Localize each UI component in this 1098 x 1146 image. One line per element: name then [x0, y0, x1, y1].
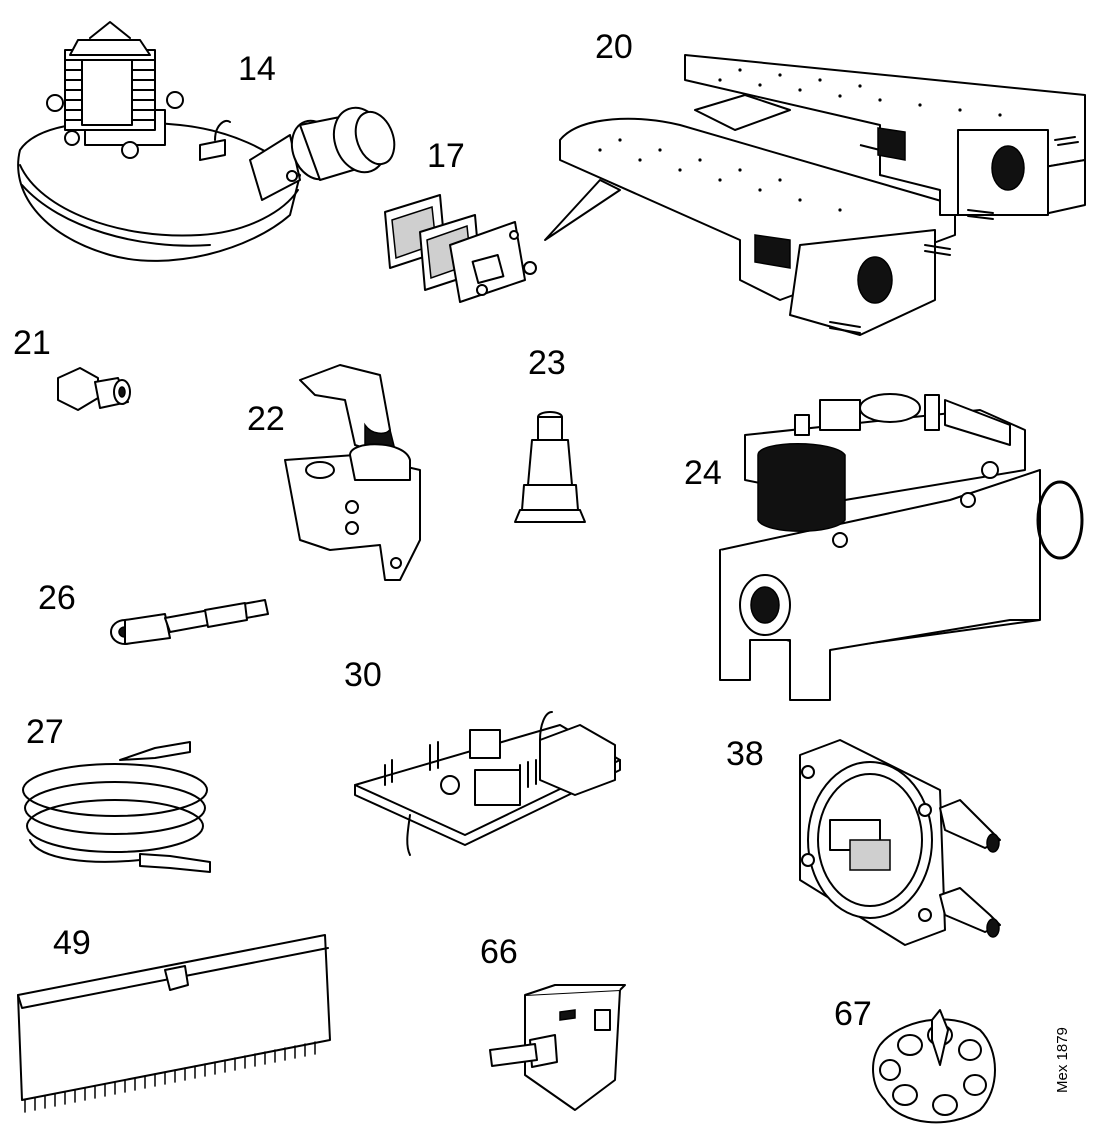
part-20-burner-illustration [544, 54, 1086, 336]
part-17-gasket-illustration [384, 194, 537, 303]
part-label-14: 14 [238, 50, 276, 88]
part-label-26: 26 [38, 579, 76, 617]
part-14-fan-illustration [17, 21, 396, 262]
part-label-23: 23 [528, 344, 566, 382]
part-38-pressure-switch-illustration [799, 739, 1001, 946]
part-26-lead-illustration [110, 599, 269, 645]
part-label-21: 21 [13, 324, 51, 362]
part-label-30: 30 [344, 656, 382, 694]
part-23-electrode-illustration [514, 411, 586, 523]
part-label-67: 67 [834, 995, 872, 1033]
part-22-bracket-illustration [284, 364, 421, 581]
part-label-27: 27 [26, 713, 64, 751]
part-label-20: 20 [595, 28, 633, 66]
part-label-17: 17 [427, 137, 465, 175]
part-24-gas-valve-illustration [719, 393, 1084, 701]
part-66-switch-illustration [489, 984, 626, 1111]
part-label-66: 66 [480, 933, 518, 971]
part-label-38: 38 [726, 735, 764, 773]
part-label-49: 49 [53, 924, 91, 962]
part-49-strip-illustration [17, 934, 331, 1113]
part-label-22: 22 [247, 400, 285, 438]
part-label-24: 24 [684, 454, 722, 492]
drawing-reference: Mex 1879 [1054, 1027, 1071, 1093]
part-21-fitting-illustration [57, 367, 131, 411]
part-27-cable-illustration [22, 741, 211, 873]
part-67-knob-illustration [872, 1009, 996, 1124]
part-30-pcb-illustration [354, 711, 621, 856]
